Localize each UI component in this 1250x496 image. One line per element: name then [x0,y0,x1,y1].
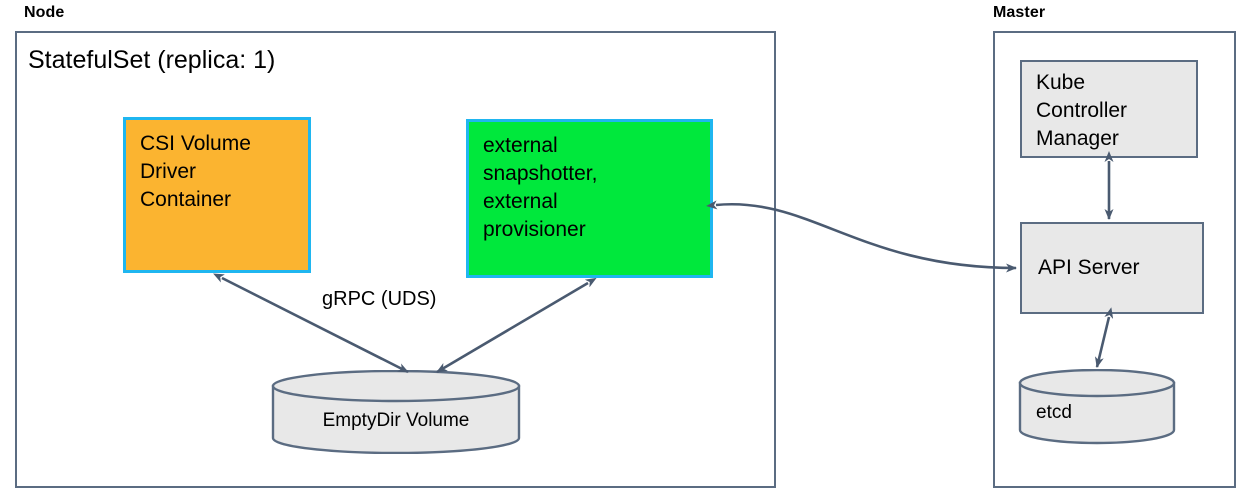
statefulset-label: StatefulSet (replica: 1) [28,46,276,74]
api-server-box[interactable]: API Server [1020,222,1204,314]
emptydir-volume-shape [271,370,521,454]
node-group-title: Node [24,4,65,21]
csi-volume-driver-container-label: CSI Volume Driver Container [140,132,251,211]
master-group-title: Master [993,4,1046,21]
etcd-label: etcd [1036,402,1072,423]
etcd-shape [1018,369,1176,445]
kube-controller-manager-label: Kube Controller Manager [1036,71,1128,150]
emptydir-volume-label: EmptyDir Volume [322,410,470,431]
external-sidecars-label: external snapshotter, external provision… [483,134,598,241]
grpc-uds-edge-label: gRPC (UDS) [322,288,437,310]
external-sidecars-box[interactable]: external snapshotter, external provision… [466,119,713,278]
etcd-cylinder[interactable]: etcd [1018,369,1176,445]
kube-controller-manager-box[interactable]: Kube Controller Manager [1020,60,1198,158]
api-server-label: API Server [1038,256,1140,280]
csi-volume-driver-container-box[interactable]: CSI Volume Driver Container [123,117,311,273]
emptydir-volume-cylinder[interactable]: EmptyDir Volume [271,370,521,454]
